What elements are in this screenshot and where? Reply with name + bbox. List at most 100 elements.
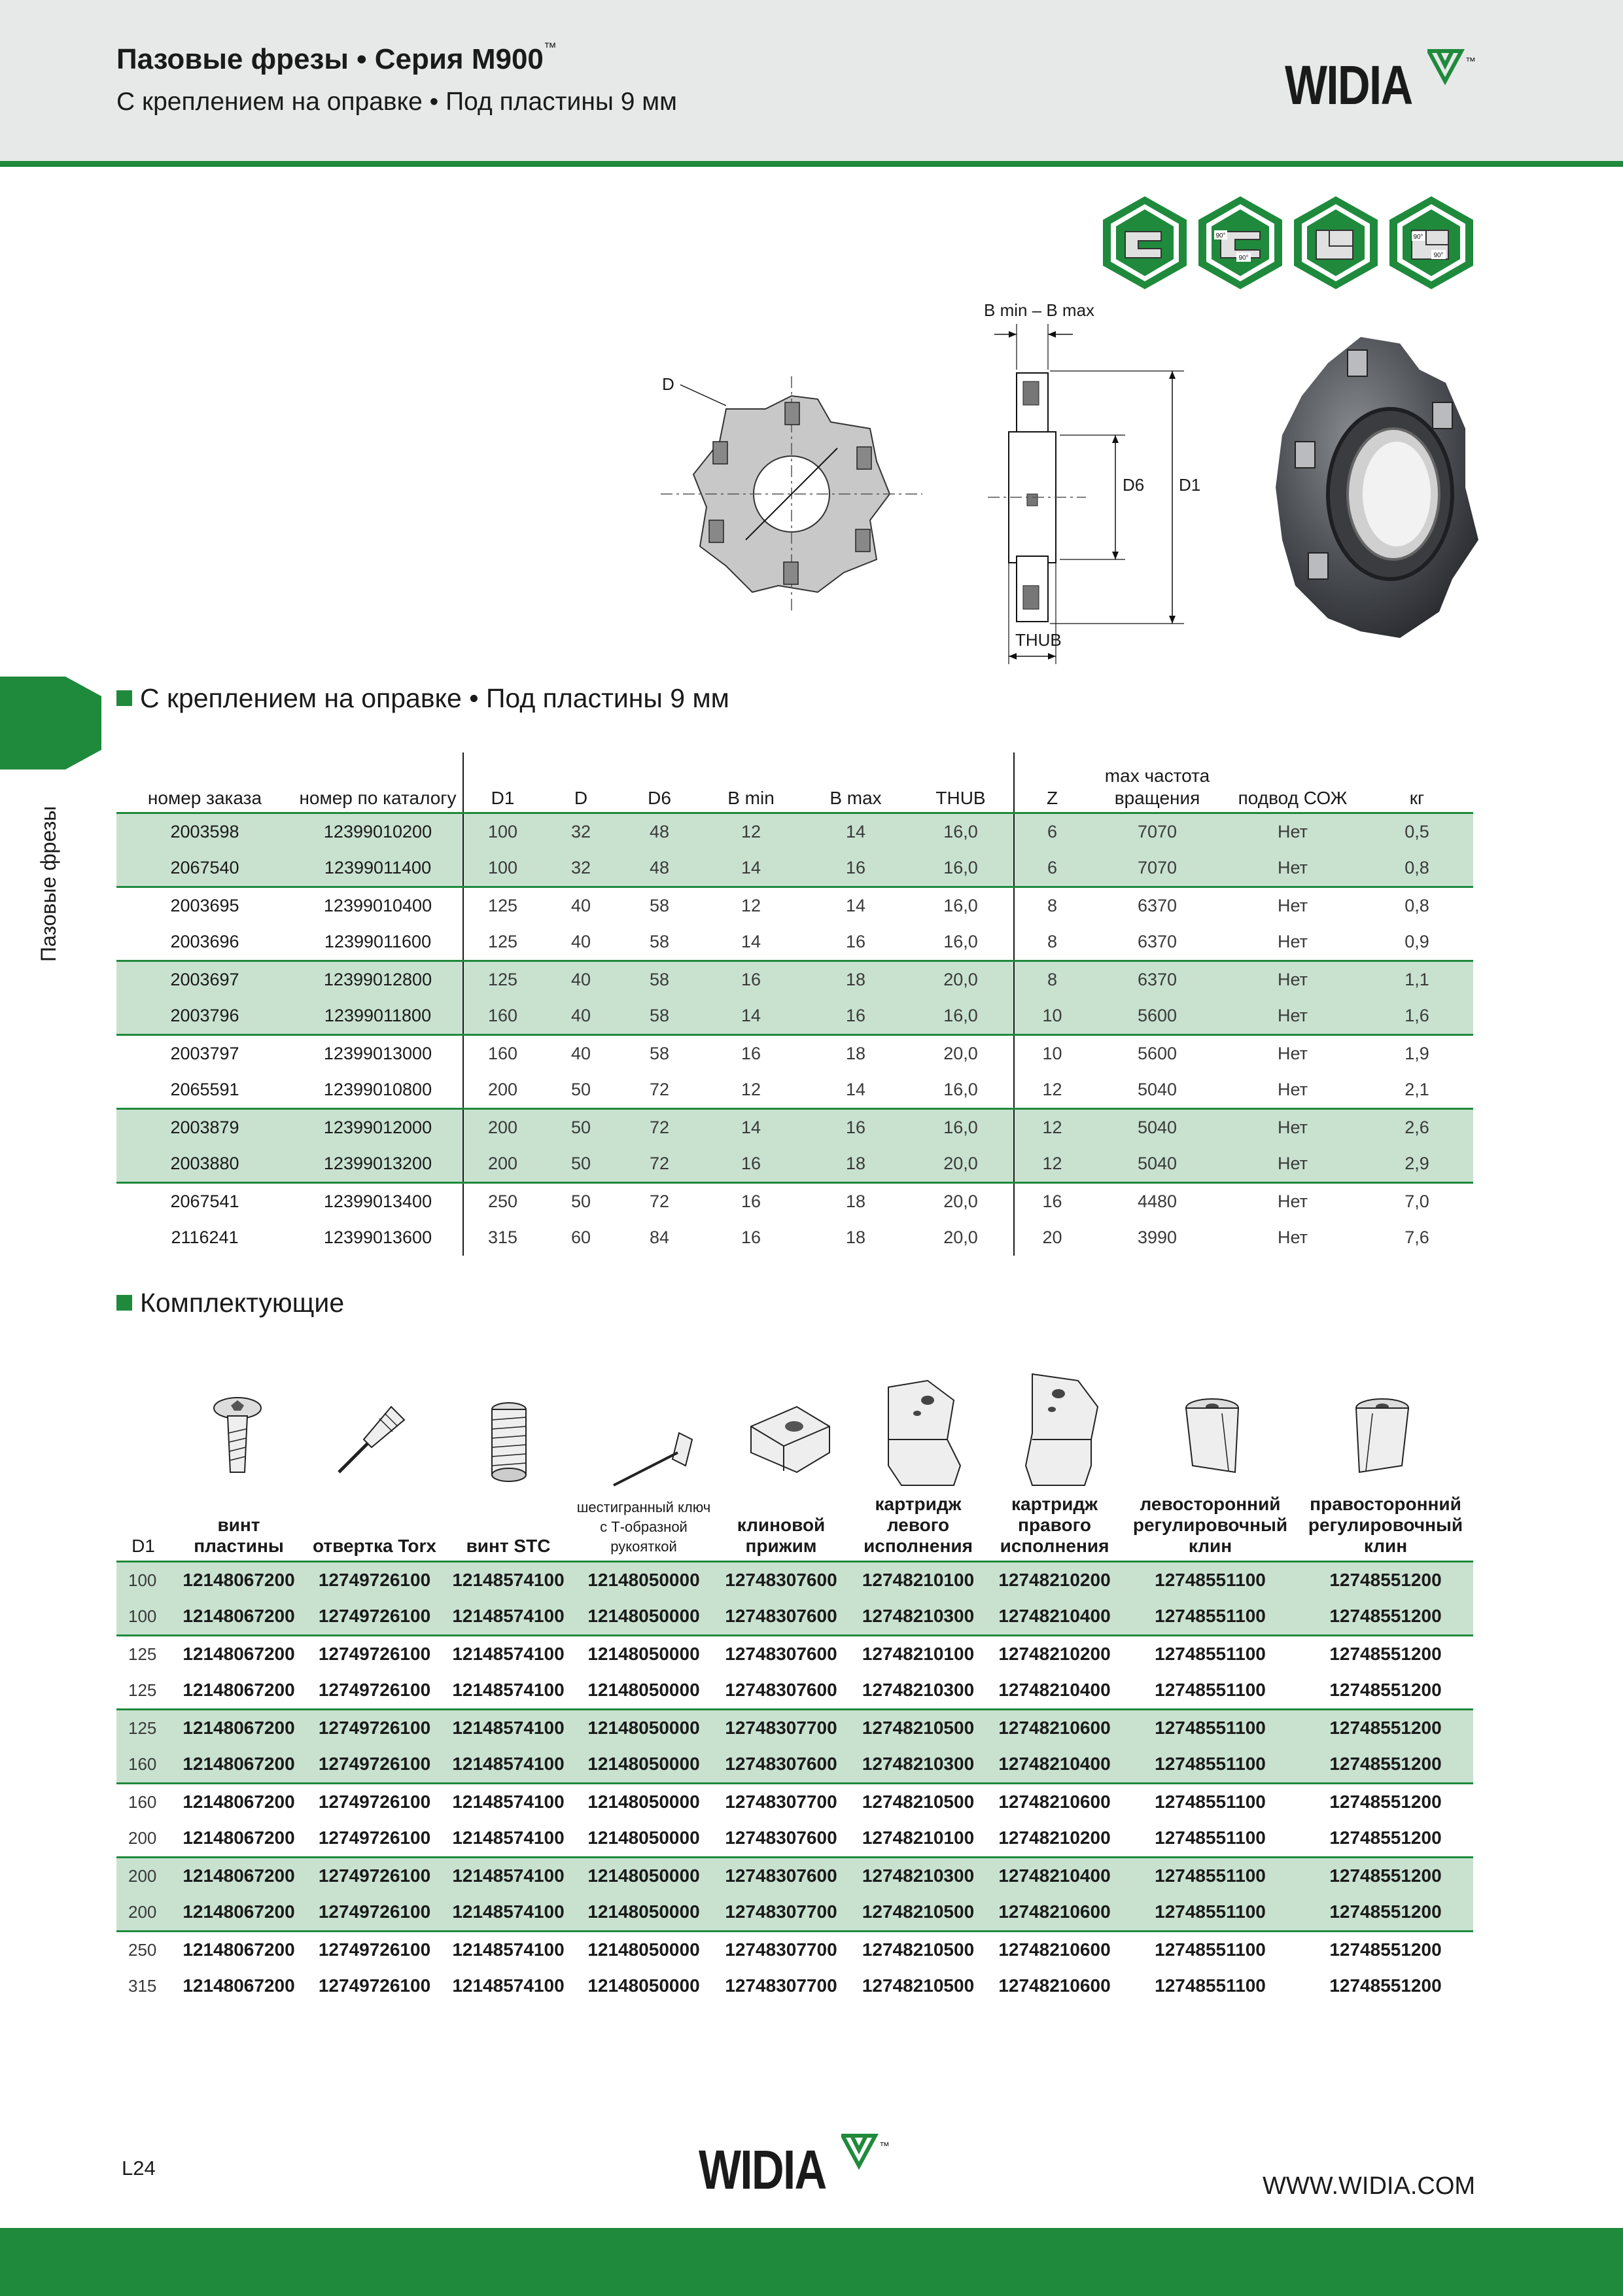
table-cell: 12748551200	[1298, 1708, 1473, 1746]
table-cell: 12399011800	[293, 997, 463, 1034]
table-cell: 18	[803, 1145, 908, 1182]
table-cell: 40	[570, 931, 591, 951]
table-cell: 12399013000	[293, 1033, 463, 1072]
col-header: шестигранный ключ с Т-образной рукояткой	[575, 1485, 712, 1563]
table-cell: 0,8	[1361, 885, 1473, 924]
logo-trademark: ™	[1465, 56, 1476, 67]
widia-logo-header: WIDIA ™	[1285, 44, 1481, 123]
table-cell: 16,0	[908, 813, 1014, 850]
col-header: винт STC	[442, 1485, 575, 1563]
table-cell: 12148050000	[587, 1828, 700, 1848]
table-cell: 3990	[1137, 1227, 1178, 1247]
table-cell: 12748210400	[986, 1856, 1123, 1894]
table-cell: Нет	[1225, 997, 1361, 1034]
table-cell: 10	[1013, 997, 1090, 1034]
table-cell: 12	[1013, 1145, 1090, 1182]
table-cell: 12	[741, 1079, 761, 1099]
table-cell: 18	[803, 1033, 908, 1072]
table-cell: 160	[116, 1782, 170, 1820]
table-cell: 315	[128, 1975, 157, 1996]
table-cell: 12748210200	[998, 1828, 1111, 1848]
table-cell: 12148574100	[442, 1634, 575, 1672]
table-cell: 12748551100	[1123, 1856, 1298, 1894]
table-cell: Нет	[1225, 959, 1361, 998]
table-cell: 0,5	[1361, 813, 1473, 850]
table-cell: 12748307600	[725, 1828, 837, 1848]
table-cell: 160	[462, 997, 542, 1034]
table-cell: 2,6	[1361, 1107, 1473, 1146]
table-cell: 12148050000	[575, 1894, 712, 1931]
table-cell: 12748210500	[850, 1782, 986, 1820]
table-cell: 12749726100	[307, 1561, 442, 1598]
table-cell: 12748551100	[1155, 1975, 1266, 1996]
main-section-title: С креплением на оправке • Под пластины 9…	[116, 683, 729, 714]
table-cell: 58	[620, 1033, 699, 1072]
table-cell: 40	[542, 997, 620, 1034]
table-cell: 12148574100	[442, 1598, 575, 1635]
table-cell: 7070	[1090, 813, 1225, 850]
widia-triangle-icon	[841, 2134, 879, 2170]
table-cell: 6370	[1090, 885, 1225, 924]
table-cell: Нет	[1225, 885, 1361, 924]
table-cell: 12148574100	[442, 1930, 575, 1968]
table-cell: 12748307700	[712, 1930, 850, 1968]
col-header: подвод СОЖ	[1225, 752, 1361, 814]
table-cell: 12148050000	[575, 1746, 712, 1783]
table-cell: 16	[699, 959, 803, 998]
slotting-icon	[1103, 196, 1187, 289]
table-cell: 16	[845, 931, 866, 951]
table-cell: Нет	[1278, 1079, 1308, 1099]
badge-angle-label: 90°	[1215, 232, 1225, 239]
table-cell: 50	[542, 1181, 620, 1220]
table-cell: 18	[803, 959, 908, 998]
table-cell: 12748210400	[986, 1746, 1123, 1783]
application-badges: 90° 90° 90° 90°	[1099, 194, 1478, 292]
col-header: Z	[1013, 752, 1090, 814]
table-cell: 16	[803, 1107, 908, 1146]
widia-triangle-icon	[1427, 49, 1465, 85]
table-cell: 12148574100	[452, 1680, 565, 1700]
table-cell: 72	[649, 1079, 670, 1099]
table-cell: 16,0	[908, 849, 1014, 887]
table-cell: 16	[741, 1227, 761, 1247]
table-cell: 58	[620, 885, 699, 924]
table-cell: 12148067200	[170, 1856, 307, 1894]
logo-text: WIDIA	[699, 2139, 827, 2200]
step-slot-icon: 90° 90°	[1389, 196, 1473, 289]
table-cell: 58	[620, 997, 699, 1034]
table-cell: 250	[116, 1930, 170, 1968]
table-cell: Нет	[1225, 849, 1361, 887]
table-cell: 12399013200	[293, 1145, 463, 1182]
table-cell: 12148050000	[575, 1561, 712, 1598]
col-header: винт пластины	[170, 1485, 307, 1563]
table-cell: 40	[542, 959, 620, 998]
table-cell: 12749726100	[307, 1930, 442, 1968]
table-cell: 12748551200	[1329, 1828, 1442, 1848]
col-header: отвертка Torx	[307, 1485, 442, 1563]
table-cell: 58	[649, 931, 670, 951]
website-link[interactable]: WWW.WIDIA.COM	[1263, 2172, 1476, 2200]
table-cell: 12748551100	[1123, 1930, 1298, 1968]
table-cell: 12748210100	[850, 1634, 986, 1672]
table-cell: 12148067200	[170, 1930, 307, 1968]
table-cell: 16,0	[908, 997, 1014, 1034]
table-cell: 12748210300	[850, 1598, 986, 1635]
table-cell: 12148574100	[442, 1782, 575, 1820]
table-cell: 12148050000	[575, 1782, 712, 1820]
col-header: D1	[116, 1485, 170, 1563]
table-cell: 12749726100	[307, 1708, 442, 1746]
table-cell: 12748551100	[1123, 1561, 1298, 1598]
col-header: D6	[620, 752, 699, 814]
table-cell: 14	[845, 1079, 866, 1099]
